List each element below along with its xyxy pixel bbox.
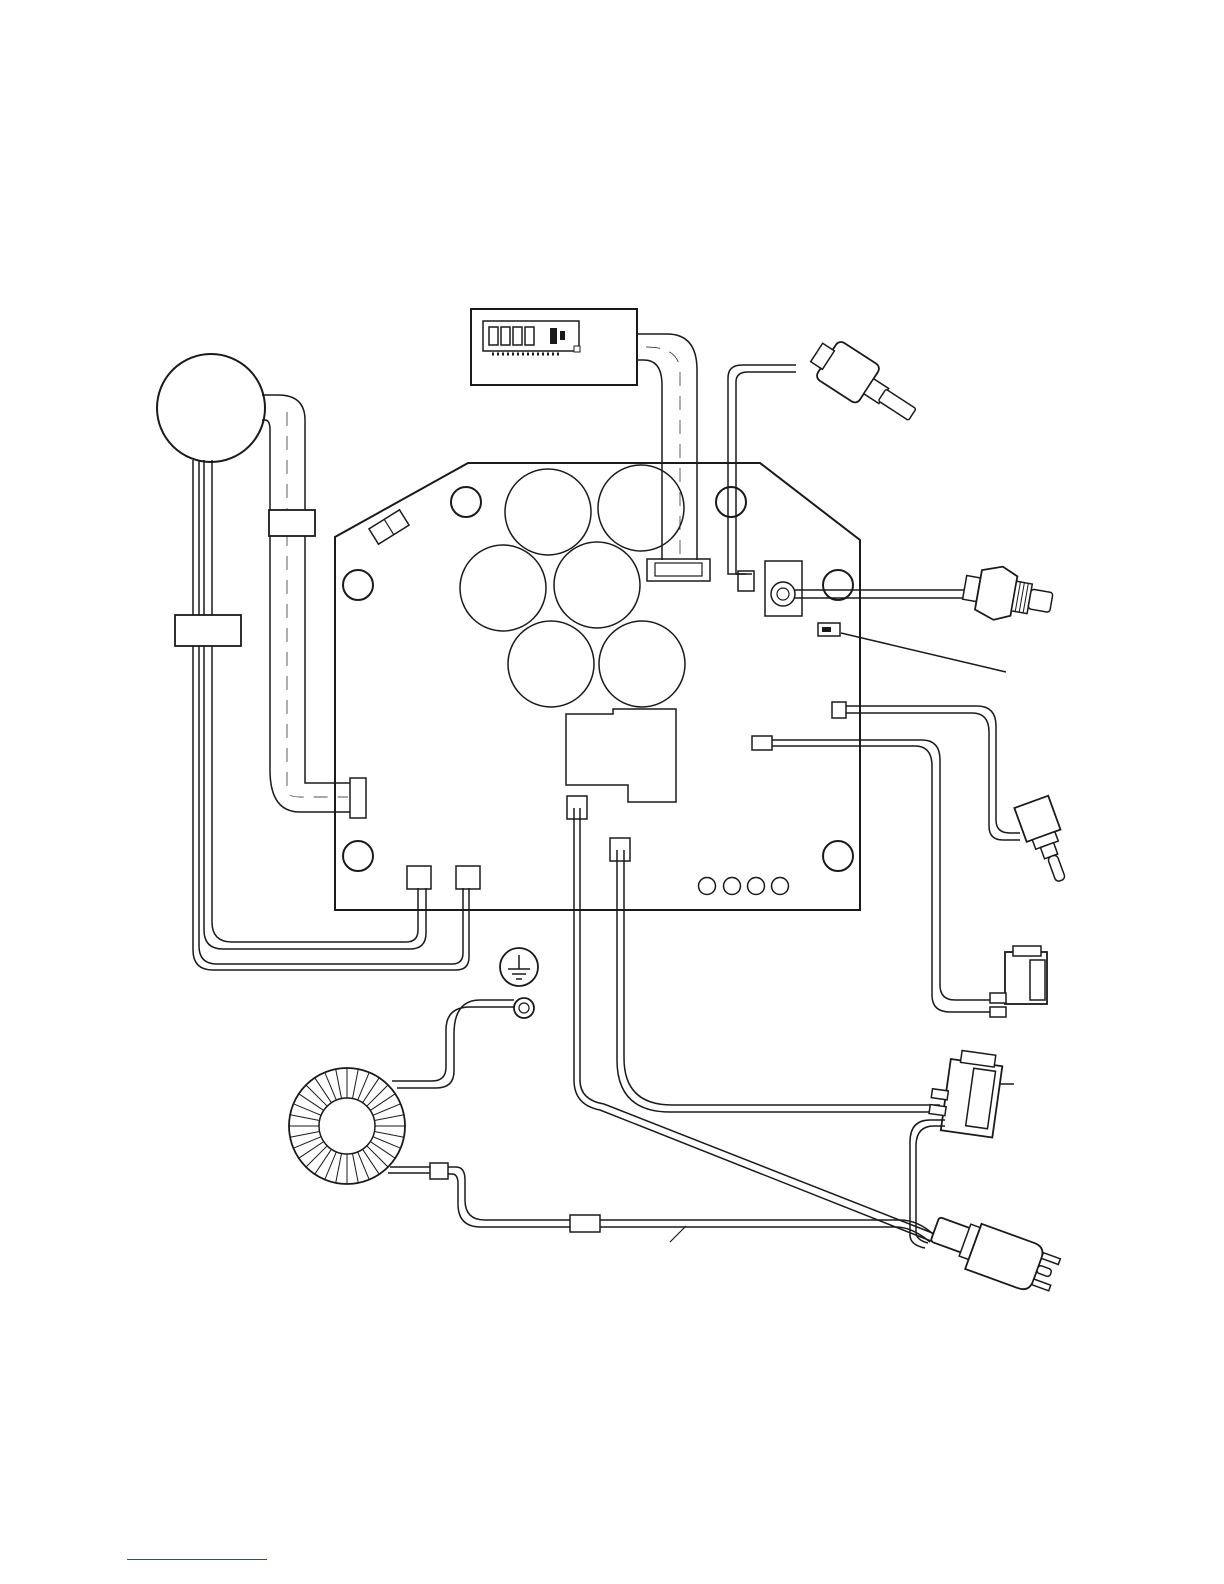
led-indicator bbox=[699, 878, 716, 895]
capacitor bbox=[460, 545, 546, 631]
dip-switch bbox=[818, 623, 840, 636]
capacitor bbox=[599, 621, 685, 707]
dip-switch-leader-line bbox=[841, 633, 1006, 672]
probe-icon bbox=[960, 561, 1056, 629]
capacitor bbox=[598, 465, 684, 551]
motor-connector bbox=[350, 778, 366, 818]
probe-jack bbox=[765, 561, 802, 616]
toggle-switch bbox=[846, 706, 1077, 887]
mounting-hole bbox=[716, 487, 746, 517]
control-board bbox=[335, 463, 860, 910]
cable-clamp bbox=[175, 615, 241, 646]
sensor-connector bbox=[407, 866, 431, 889]
capacitor bbox=[508, 621, 594, 707]
power-plug-icon bbox=[926, 1209, 1063, 1298]
mounting-hole bbox=[823, 570, 853, 600]
potentiometer-icon bbox=[805, 333, 925, 433]
led-indicator bbox=[724, 878, 741, 895]
line-terminal bbox=[610, 838, 630, 861]
mounting-hole bbox=[823, 841, 853, 871]
mounting-hole bbox=[343, 570, 373, 600]
lcd-display-icon bbox=[489, 327, 565, 345]
toroidal-transformer bbox=[289, 1000, 934, 1242]
display-connector bbox=[647, 559, 710, 581]
wire-splice bbox=[570, 1215, 600, 1232]
rocker-connector bbox=[752, 736, 772, 750]
power-plug bbox=[926, 1209, 1063, 1298]
led-indicator bbox=[772, 878, 789, 895]
toggle-connector bbox=[832, 702, 846, 718]
digital-display bbox=[471, 309, 637, 385]
wire-splice bbox=[430, 1163, 448, 1179]
rocker-switch-icon bbox=[990, 946, 1047, 1017]
capacitor bbox=[554, 542, 640, 628]
power-cord-leader-line bbox=[670, 1226, 686, 1242]
sensor-connector bbox=[456, 866, 480, 889]
mounting-hole bbox=[451, 487, 481, 517]
line-terminal bbox=[567, 796, 587, 819]
led-indicator bbox=[748, 878, 765, 895]
toggle-switch-icon bbox=[1014, 796, 1077, 887]
motor-icon bbox=[157, 354, 265, 462]
rocker-switch-power bbox=[910, 1047, 1018, 1248]
capacitor bbox=[505, 469, 591, 555]
mounting-hole bbox=[343, 841, 373, 871]
footer-rule bbox=[127, 1559, 267, 1560]
cable-clamp bbox=[269, 510, 315, 536]
